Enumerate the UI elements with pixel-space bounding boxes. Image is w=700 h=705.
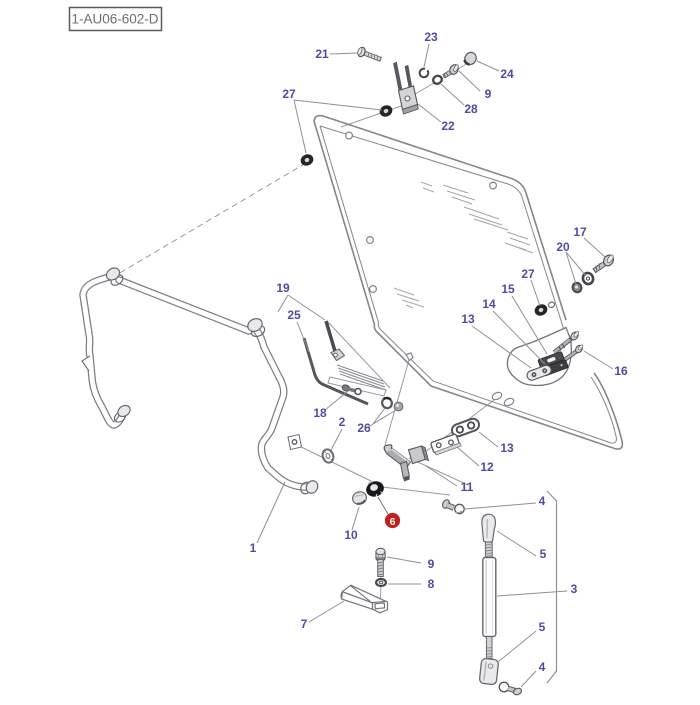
svg-text:26: 26 <box>357 421 371 435</box>
svg-text:14: 14 <box>482 297 496 311</box>
svg-text:9: 9 <box>485 87 492 101</box>
svg-text:9: 9 <box>428 557 435 571</box>
svg-text:5: 5 <box>540 547 547 561</box>
svg-text:1-AU06-602-D: 1-AU06-602-D <box>71 12 158 27</box>
svg-text:1: 1 <box>250 541 257 555</box>
svg-text:11: 11 <box>461 480 474 494</box>
svg-text:13: 13 <box>461 312 475 326</box>
svg-text:27: 27 <box>282 87 296 101</box>
svg-text:16: 16 <box>614 364 628 378</box>
svg-text:28: 28 <box>464 102 478 116</box>
svg-text:4: 4 <box>539 494 546 508</box>
svg-text:24: 24 <box>500 67 514 81</box>
svg-text:5: 5 <box>539 620 546 634</box>
svg-text:2: 2 <box>339 415 346 429</box>
svg-text:22: 22 <box>441 119 455 133</box>
svg-text:19: 19 <box>276 281 290 295</box>
svg-text:17: 17 <box>573 225 587 239</box>
svg-text:3: 3 <box>571 582 578 596</box>
svg-text:12: 12 <box>480 460 494 474</box>
svg-text:6: 6 <box>390 516 396 528</box>
svg-text:8: 8 <box>428 577 435 591</box>
svg-text:21: 21 <box>315 47 329 61</box>
svg-text:18: 18 <box>313 406 327 420</box>
svg-text:25: 25 <box>287 308 301 322</box>
svg-text:4: 4 <box>539 660 546 674</box>
svg-text:27: 27 <box>521 267 535 281</box>
svg-text:10: 10 <box>344 528 358 542</box>
svg-text:7: 7 <box>301 617 308 631</box>
svg-text:15: 15 <box>501 282 515 296</box>
svg-text:20: 20 <box>556 240 570 254</box>
svg-text:23: 23 <box>424 30 438 44</box>
svg-text:13: 13 <box>500 441 514 455</box>
